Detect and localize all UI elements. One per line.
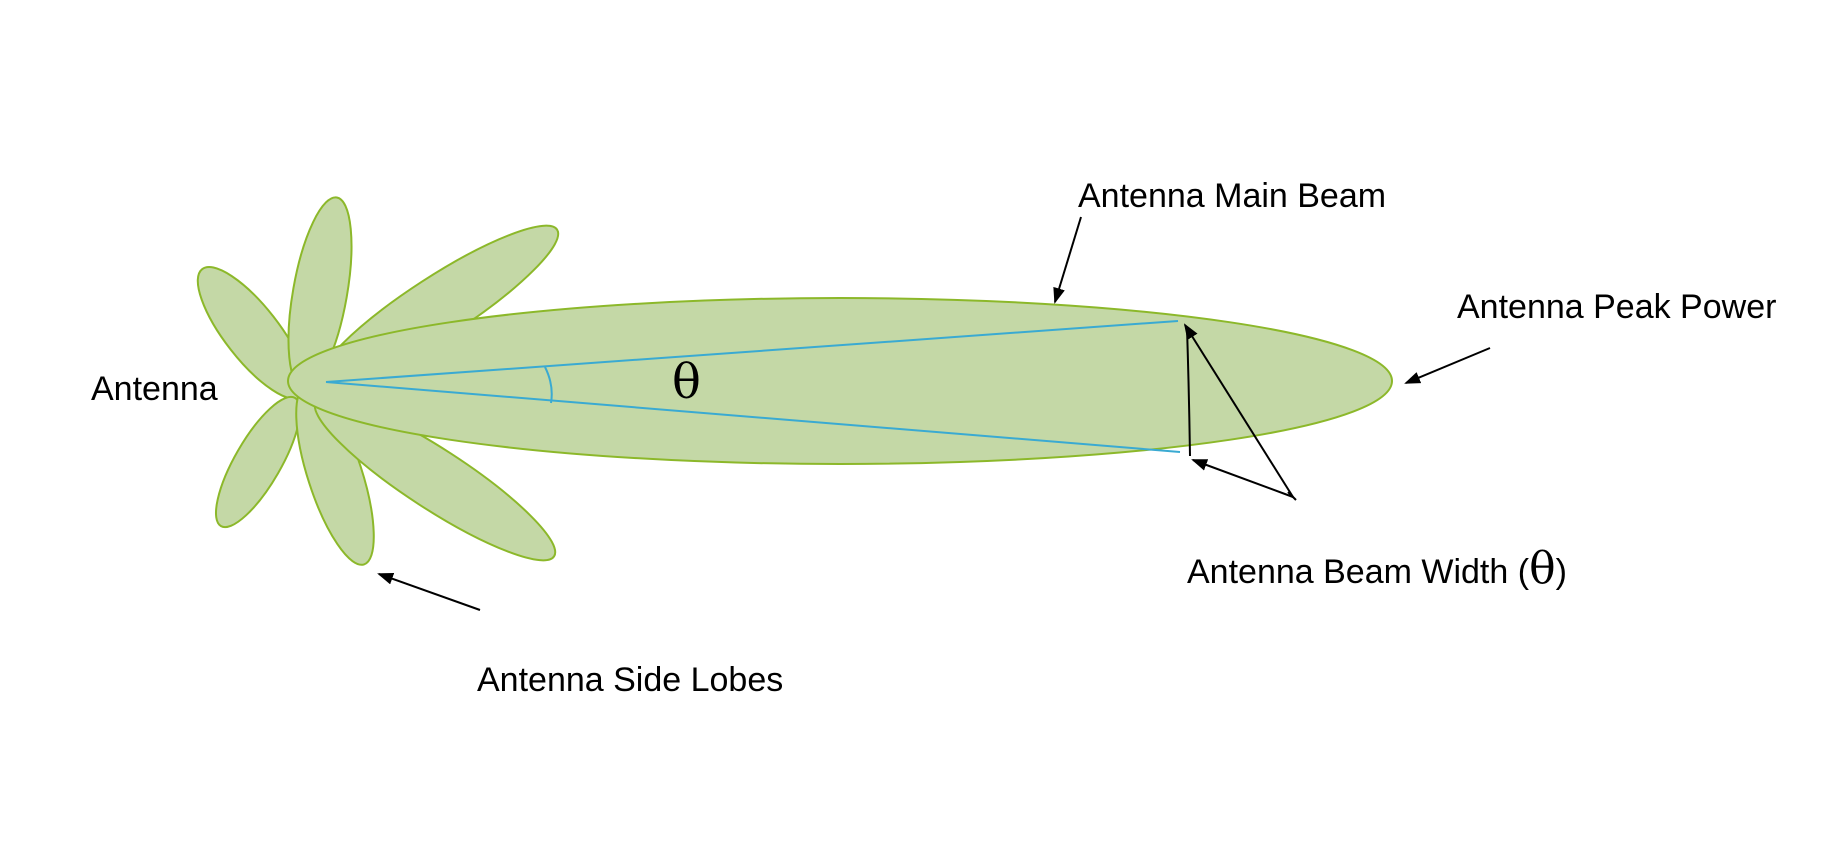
- side-lobes-arrow: [377, 573, 481, 611]
- peak-power-arrow: [1404, 347, 1491, 384]
- beam-width-lines: [325, 320, 1181, 453]
- beam-width-arrow-upper: [1183, 323, 1294, 498]
- main-beam: [287, 297, 1393, 465]
- main-beam-arrow: [1053, 216, 1082, 304]
- side-lobes-label: Antenna Side Lobes: [477, 661, 783, 699]
- arrows: [377, 216, 1491, 611]
- main-beam-label: Antenna Main Beam: [1078, 177, 1386, 215]
- peak-power-label: Antenna Peak Power: [1457, 288, 1776, 326]
- beam-width-label-close: ): [1556, 553, 1567, 591]
- beam-width-arrow-lower: [1191, 459, 1294, 498]
- angle-arc: [544, 366, 553, 404]
- antenna-label: Antenna: [91, 370, 218, 408]
- beam-width-label-text: Antenna Beam Width (: [1187, 553, 1530, 591]
- beam-edge-upper: [325, 320, 1179, 383]
- beam-edge-lower: [325, 381, 1181, 453]
- theta-symbol: θ: [672, 354, 701, 410]
- beam-width-span: [1186, 327, 1191, 457]
- beam-width-tick: [1287, 491, 1297, 501]
- side-lobe-lower-left: [214, 395, 302, 529]
- beam-width-label-theta: θ: [1529, 543, 1556, 594]
- beam-width-label: Antenna Beam Width (θ): [1187, 543, 1567, 594]
